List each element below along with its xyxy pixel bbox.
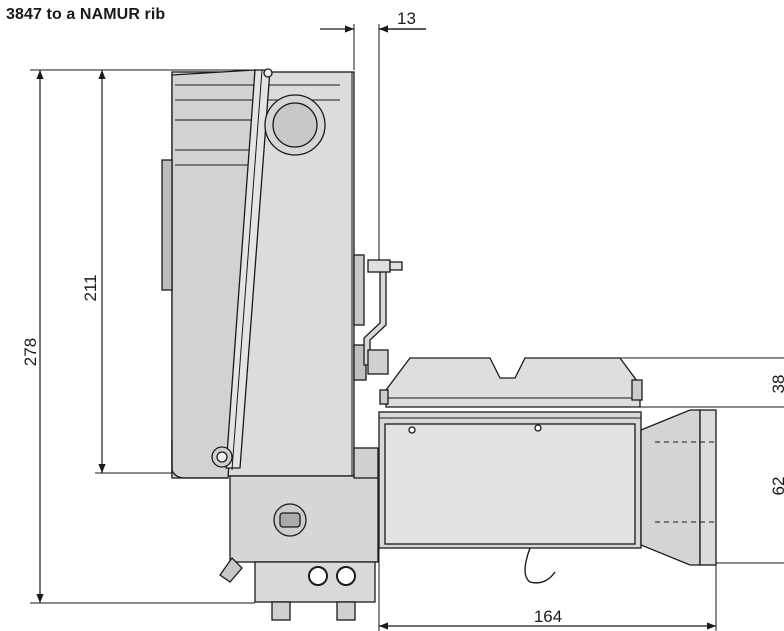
dim-label-38: 38 xyxy=(769,375,784,394)
dim-label-278: 278 xyxy=(21,338,40,366)
main-housing xyxy=(161,68,367,479)
dim-label-13: 13 xyxy=(397,9,416,28)
namur-bracket xyxy=(363,259,403,375)
right-cylinder xyxy=(640,409,717,566)
dim-label-62: 62 xyxy=(769,477,784,496)
upper-module xyxy=(379,357,643,408)
dim-label-164: 164 xyxy=(534,607,562,626)
dim-label-211: 211 xyxy=(81,274,100,301)
base-block xyxy=(219,447,379,621)
dimension-lines xyxy=(36,25,716,630)
page-title: 3847 to a NAMUR rib xyxy=(6,6,166,23)
lower-module xyxy=(378,411,642,584)
